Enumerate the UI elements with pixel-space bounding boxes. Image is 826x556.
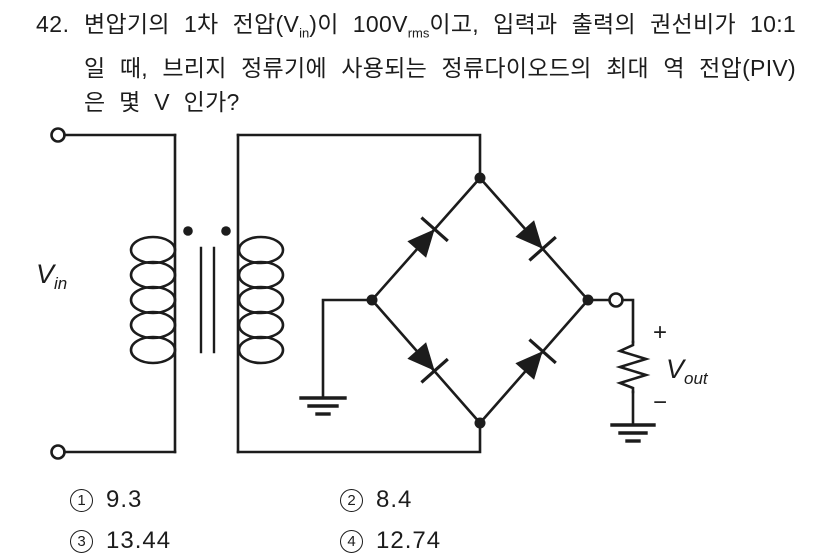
node-dot-top (474, 172, 486, 184)
circled-number-2: 2 (340, 488, 363, 512)
question-number: 42. (36, 11, 70, 37)
diode-lower-right (515, 338, 557, 380)
input-terminal-top (50, 127, 66, 143)
primary-coil (129, 235, 177, 365)
question-text-part: 변압기의 1차 전압(V (84, 11, 300, 37)
subscript-rms: rms (407, 25, 430, 41)
circled-number-4: 4 (340, 529, 363, 553)
wire (321, 298, 374, 399)
circuit-labels: Vin Vout + − (36, 259, 709, 416)
question-text: 변압기의 1차 전압(Vin)이 100Vrms이고, 입력과 출력의 권선비가… (84, 7, 796, 119)
bridge-rectifier (366, 172, 594, 429)
input-terminal-bottom (50, 444, 66, 460)
answer-option-1: 1 9.3 (70, 486, 142, 514)
secondary-coil (237, 235, 285, 365)
primary-wiring (50, 127, 177, 460)
vin-label: Vin (36, 259, 67, 293)
question-text-part: )이 100V (309, 11, 408, 37)
subscript-in: in (299, 25, 310, 41)
circled-number-1: 1 (70, 488, 93, 512)
load-resistor (615, 340, 651, 394)
wire-secondary-top (236, 133, 482, 180)
node-dot-bottom (474, 417, 486, 429)
core-lines (199, 246, 216, 354)
wire (621, 298, 635, 344)
secondary-wiring (236, 133, 482, 454)
transformer (129, 226, 285, 365)
wire-secondary-bottom (236, 421, 482, 454)
answer-option-2: 2 8.4 (340, 486, 412, 514)
answer-value: 8.4 (376, 486, 413, 513)
diode-upper-right (515, 220, 557, 262)
answer-value: 13.44 (106, 527, 172, 554)
output-branch (586, 292, 656, 443)
answer-option-4: 4 12.74 (340, 527, 441, 555)
bridge-diamond (370, 176, 590, 425)
plus-sign: + (653, 319, 667, 346)
circled-number-3: 3 (70, 529, 93, 553)
vout-label: Vout (666, 354, 709, 388)
diode-upper-left (407, 216, 449, 258)
polarity-dot-secondary (221, 226, 231, 236)
polarity-dot-primary (183, 226, 193, 236)
diode-lower-left (407, 342, 449, 384)
output-terminal (608, 292, 624, 308)
minus-sign: − (653, 389, 667, 416)
ground-symbol-left (299, 298, 374, 416)
ground-symbol-output (610, 423, 656, 443)
answer-value: 9.3 (106, 486, 143, 513)
question-text-part: 이고, 입력과 출력의 권선비가 10:1일 때, 브리지 정류기에 사용되는 … (84, 11, 797, 115)
answer-value: 12.74 (376, 527, 442, 554)
answer-option-3: 3 13.44 (70, 527, 171, 555)
